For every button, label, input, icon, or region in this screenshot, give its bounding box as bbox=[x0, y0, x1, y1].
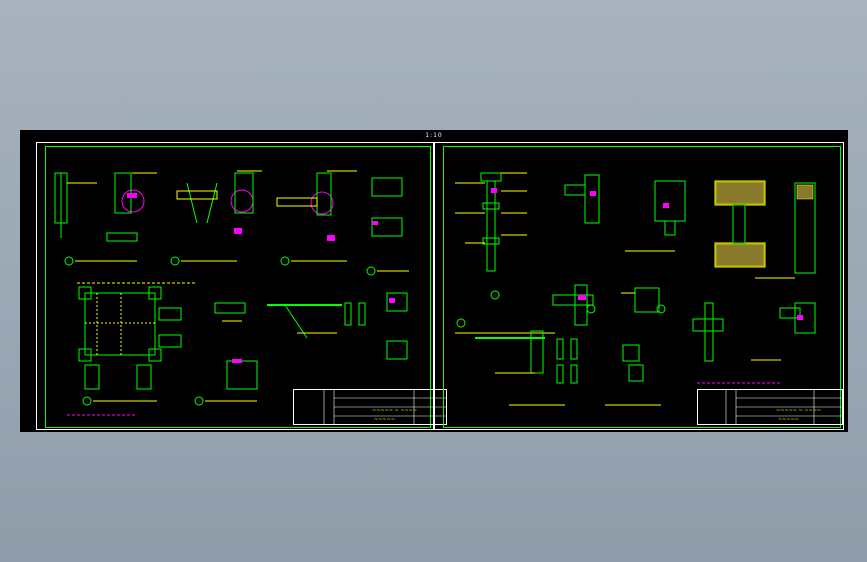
title-block-left-title: ~~~~~ ~ ~~~~ bbox=[372, 408, 418, 414]
sheet-left-drawing bbox=[54, 170, 409, 416]
cad-drawing-viewport[interactable]: 1:10 bbox=[20, 130, 848, 432]
sheet-left[interactable]: ~~~~~ ~ ~~~~ ~~~~~ bbox=[36, 142, 447, 430]
sheet-right[interactable]: ~~~~~ ~ ~~~~ ~~~~~ bbox=[434, 142, 844, 430]
title-block-right: ~~~~~ ~ ~~~~ ~~~~~ bbox=[697, 389, 843, 425]
viewport-title: 1:10 bbox=[425, 132, 443, 139]
title-block-right-number: ~~~~~ bbox=[778, 417, 799, 423]
sheet-right-drawing bbox=[455, 172, 816, 406]
title-block-left-number: ~~~~~ bbox=[374, 417, 395, 423]
title-block-left: ~~~~~ ~ ~~~~ ~~~~~ bbox=[293, 389, 447, 425]
title-block-right-title: ~~~~~ ~ ~~~~ bbox=[776, 408, 822, 414]
sheet-right-frame bbox=[443, 146, 841, 428]
sheet-left-frame bbox=[45, 146, 431, 428]
